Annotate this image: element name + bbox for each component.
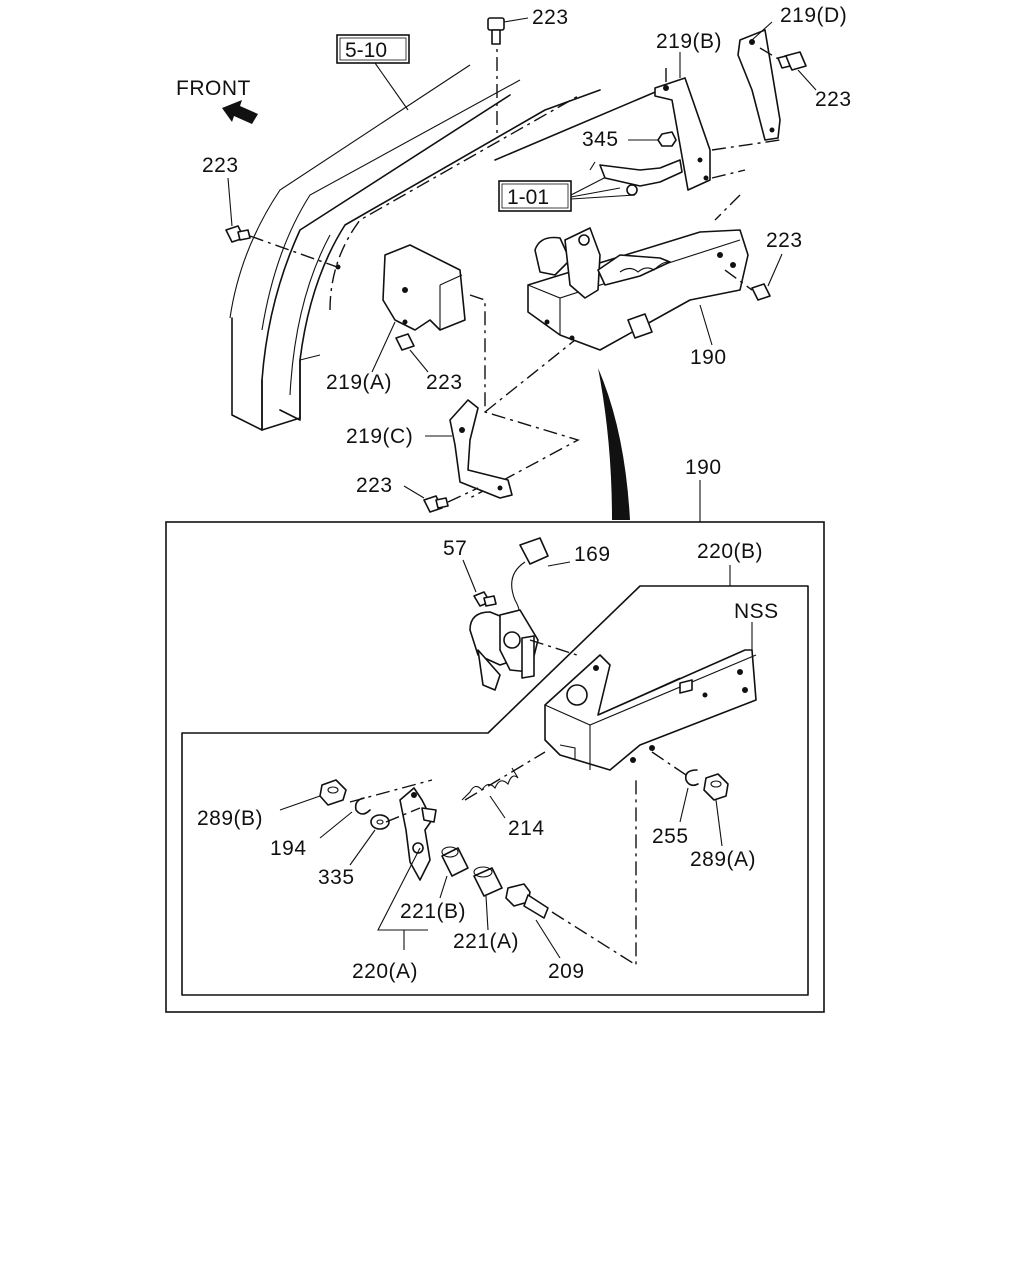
label-209: 209 — [548, 960, 585, 983]
bolt-223-mid — [395, 333, 415, 351]
leader-1-01 — [570, 174, 636, 200]
bushing-221b — [441, 846, 469, 877]
label-345: 345 — [582, 128, 619, 151]
label-219a: 219(A) — [326, 371, 392, 394]
bracket-219b — [654, 77, 711, 191]
label-223-left: 223 — [202, 154, 239, 177]
label-221a: 221(A) — [453, 930, 519, 953]
label-219c: 219(C) — [346, 425, 413, 448]
label-223-right-lower: 223 — [766, 229, 803, 252]
detail-frame — [165, 521, 825, 1013]
label-223-top: 223 — [532, 6, 569, 29]
bolt-223-bottom — [423, 495, 449, 513]
screw-57 — [473, 591, 497, 607]
label-289a: 289(A) — [690, 848, 756, 871]
label-223-bottom: 223 — [356, 474, 393, 497]
bolt-223-right-lower — [751, 283, 771, 301]
label-nss: NSS — [734, 600, 779, 623]
nut-345 — [657, 131, 677, 147]
bracket-219d — [737, 29, 781, 141]
clip-255 — [684, 769, 699, 787]
cab-panel-outline — [229, 30, 661, 431]
nut-289a — [703, 773, 729, 801]
bolt-223-top — [487, 17, 505, 45]
bolt-223-left — [225, 225, 251, 243]
leader-5-10 — [374, 62, 409, 111]
label-289b: 289(B) — [197, 807, 263, 830]
washer-335 — [370, 814, 390, 830]
reference-label: 1-01 — [507, 186, 549, 209]
front-label: FRONT — [176, 77, 251, 100]
label-220a: 220(A) — [352, 960, 418, 983]
nut-289b — [319, 779, 347, 806]
label-223-mid: 223 — [426, 371, 463, 394]
label-57: 57 — [443, 537, 467, 560]
spring-214 — [461, 767, 519, 801]
bracket-220a-leader — [377, 847, 428, 931]
detail-indicator-arrow — [598, 368, 630, 520]
label-219d: 219(D) — [780, 4, 847, 27]
label-194: 194 — [270, 837, 307, 860]
label-214: 214 — [508, 817, 545, 840]
label-190-top: 190 — [690, 346, 727, 369]
pedal-assembly-190 — [527, 227, 749, 351]
sensor-169 — [469, 537, 549, 691]
subassembly-frame-220b — [181, 585, 809, 996]
bracket-219c — [449, 399, 513, 499]
bracket-219a — [382, 244, 466, 331]
lever-220a — [399, 787, 437, 881]
label-221b: 221(B) — [400, 900, 466, 923]
label-255: 255 — [652, 825, 689, 848]
bolt-223-right-upper — [777, 51, 807, 71]
cable-end-assembly — [589, 159, 683, 196]
label-335: 335 — [318, 866, 355, 889]
reference-box-1-01[interactable]: 1-01 — [498, 180, 572, 212]
reference-label: 5-10 — [345, 39, 387, 62]
front-arrow-icon — [222, 100, 258, 124]
reference-box-5-10[interactable]: 5-10 — [336, 34, 410, 64]
label-190-box: 190 — [685, 456, 722, 479]
label-220b: 220(B) — [697, 540, 763, 563]
front-direction-indicator: FRONT — [176, 77, 258, 124]
bolt-209 — [505, 883, 549, 919]
label-223-right-upper: 223 — [815, 88, 852, 111]
label-219b: 219(B) — [656, 30, 722, 53]
bracket-detail — [544, 649, 757, 771]
label-169: 169 — [574, 543, 611, 566]
bushing-221a — [473, 866, 503, 897]
